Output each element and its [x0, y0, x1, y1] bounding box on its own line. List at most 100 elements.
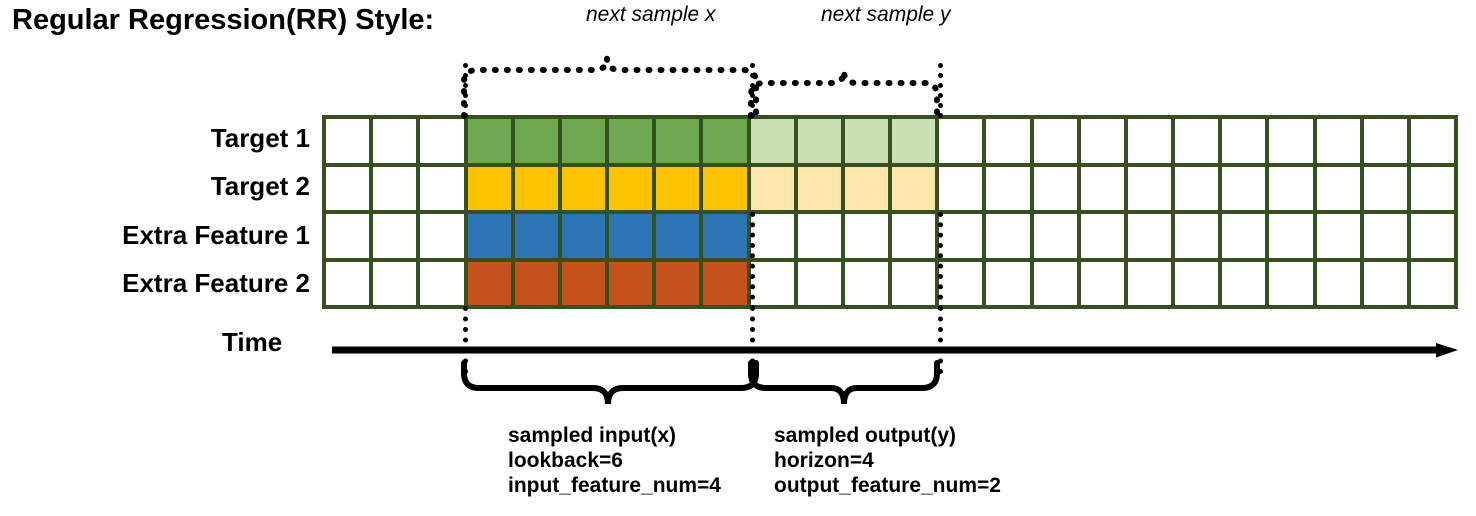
grid-cell: [844, 214, 889, 258]
grid-cell: [1033, 166, 1077, 210]
sampled-input-line-2: lookback=6: [508, 449, 623, 472]
grid-cell: [1222, 214, 1266, 258]
grid-cell: [1316, 261, 1360, 305]
grid-cell: [326, 119, 370, 163]
row-label-target-1: Target 1: [210, 123, 310, 153]
grid-cell: [1080, 119, 1124, 163]
grid-cell: [797, 261, 841, 305]
grid-cell: [1127, 166, 1172, 210]
brace-sampled-output: [748, 360, 940, 405]
grid-cell: [986, 166, 1030, 210]
brace-next-sample-y: [748, 70, 940, 119]
grid-cell: [326, 214, 370, 258]
row-label-extra-feature-2: Extra Feature 2: [122, 268, 310, 298]
grid-row-1: [326, 119, 1455, 163]
sampled-output-line-2: horizon=4: [774, 449, 874, 472]
grid-cell: [373, 214, 417, 258]
grid-cell: [609, 261, 653, 305]
grid-cell: [373, 166, 417, 210]
grid-cell: [373, 261, 417, 305]
grid-cell: [420, 166, 464, 210]
grid-cell: [1222, 166, 1266, 210]
grid-cell: [1363, 261, 1407, 305]
grid-cell: [420, 214, 464, 258]
guide-line-input-start-lower: [463, 306, 468, 374]
grid-cell: [797, 214, 841, 258]
grid-cell: [1316, 166, 1360, 210]
brace-sampled-input: [461, 360, 759, 405]
grid-cell: [750, 166, 794, 210]
grid-cell: [1269, 119, 1313, 163]
sampled-output-line-1: sampled output(y): [774, 424, 956, 447]
grid-cell: [1175, 261, 1219, 305]
sampled-input-line-1: sampled input(x): [508, 424, 677, 447]
grid-cell: [609, 119, 653, 163]
guide-line-boundary-lower: [750, 306, 755, 374]
timeseries-grid: [322, 115, 1458, 309]
grid-cell: [1222, 119, 1266, 163]
row-label-column: Target 1 Target 2 Extra Feature 1 Extra …: [40, 115, 310, 309]
guide-line-boundary-mid: [750, 212, 755, 310]
guide-line-output-end-lower: [938, 306, 943, 374]
grid-cell: [703, 119, 747, 163]
right-arrow-icon: [332, 343, 1458, 358]
grid-cell: [1269, 261, 1313, 305]
grid-cell: [750, 214, 794, 258]
grid-cell: [1080, 166, 1124, 210]
grid-cell: [1127, 214, 1172, 258]
guide-line-output-end-upper: [938, 63, 943, 118]
grid-cell: [986, 119, 1030, 163]
grid-cell: [892, 261, 936, 305]
grid-cell: [1033, 214, 1077, 258]
grid-cell: [514, 119, 558, 163]
grid-cell: [656, 166, 700, 210]
grid-cell: [1410, 166, 1455, 210]
grid-cell: [656, 119, 700, 163]
annotation-sampled-output: sampled output(y) horizon=4 output_featu…: [774, 423, 1001, 498]
grid-cell: [1127, 119, 1172, 163]
grid-cell: [703, 166, 747, 210]
grid-cell: [656, 214, 700, 258]
grid-cell: [1080, 261, 1124, 305]
grid-cell: [750, 119, 794, 163]
grid-cell: [797, 166, 841, 210]
grid-cell: [1127, 261, 1172, 305]
grid-cell: [467, 214, 511, 258]
grid-cell: [1033, 261, 1077, 305]
grid-cell: [797, 119, 841, 163]
grid-cell: [986, 261, 1030, 305]
grid-cell: [420, 119, 464, 163]
sampled-input-line-3: input_feature_num=4: [508, 474, 721, 497]
row-label-extra-feature-1: Extra Feature 1: [122, 220, 310, 250]
grid-cell: [561, 119, 606, 163]
grid-cell: [1175, 214, 1219, 258]
grid-cell: [1410, 214, 1455, 258]
grid-cell: [1033, 119, 1077, 163]
grid-cell: [750, 261, 794, 305]
grid-cell: [1222, 261, 1266, 305]
grid-cell: [1363, 214, 1407, 258]
grid-cell: [420, 261, 464, 305]
grid-cell: [609, 166, 653, 210]
grid-cell: [892, 214, 936, 258]
grid-cell: [1316, 119, 1360, 163]
grid-cell: [373, 119, 417, 163]
grid-cell: [844, 119, 889, 163]
grid-cell: [703, 214, 747, 258]
grid-cell: [939, 261, 983, 305]
grid-cell: [467, 119, 511, 163]
grid-cell: [609, 214, 653, 258]
grid-row-4: [326, 261, 1455, 305]
brace-next-sample-x: [461, 57, 759, 119]
grid-cell: [1410, 261, 1455, 305]
time-axis-label: Time: [222, 327, 283, 357]
grid-cell: [467, 166, 511, 210]
grid-cell: [939, 214, 983, 258]
guide-line-output-end-mid: [938, 212, 943, 310]
grid-cell: [986, 214, 1030, 258]
grid-cell: [1175, 166, 1219, 210]
grid-cell: [656, 261, 700, 305]
grid-cell: [1363, 166, 1407, 210]
grid-cell: [892, 119, 936, 163]
grid-cell: [326, 166, 370, 210]
